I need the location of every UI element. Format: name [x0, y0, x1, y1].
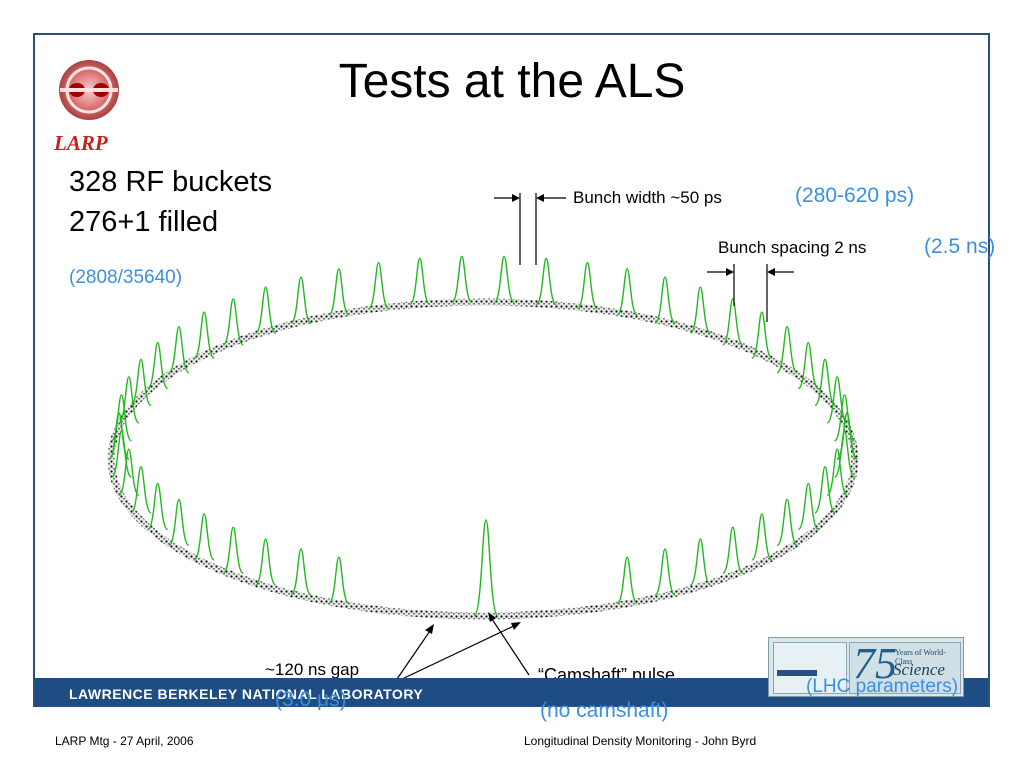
bunch-pulse: [751, 311, 773, 359]
bunch-pulse: [118, 376, 140, 424]
science-75-badge: 75 Years of World-Class Science: [768, 637, 964, 697]
lhc-parameters-label: (LHC parameters): [806, 676, 959, 697]
camshaft-pulse: [473, 519, 499, 617]
bunch-pulse: [222, 526, 244, 574]
footer-talk: Longitudinal Density Monitoring - John B…: [524, 734, 757, 748]
bunch-pulse: [776, 326, 798, 374]
bunch-pulse: [168, 498, 190, 546]
bunch-pulse: [130, 465, 152, 514]
slide-frame: [33, 33, 990, 707]
storage-ring: [107, 298, 859, 620]
bunch-pulse: [254, 286, 277, 334]
bunch-pulse: [328, 556, 350, 604]
camshaft-lhc-label: (no camshaft): [540, 699, 669, 722]
bunch-pulse: [776, 498, 798, 546]
bunch-pulse: [826, 448, 848, 496]
bunch-pulse: [797, 482, 819, 531]
bunch-pulse: [118, 448, 140, 496]
bunch-pulse: [616, 556, 638, 604]
bunch-pulse: [493, 255, 515, 303]
larp-logo-icon: [46, 60, 142, 160]
bunch-pulse: [168, 326, 190, 374]
bunch-pulse: [367, 261, 390, 310]
lab-name: LAWRENCE BERKELEY NATIONAL LABORATORY: [69, 686, 424, 702]
badge-subtitle: Years of World-Class: [895, 648, 946, 666]
pulse-group: [108, 255, 858, 617]
bunch-pulse: [451, 255, 473, 303]
bunch-pulse: [654, 276, 676, 324]
bunch-pulse: [689, 538, 712, 586]
bunch-pulse: [654, 548, 676, 596]
footer-meeting: LARP Mtg - 27 April, 2006: [55, 734, 194, 748]
bunch-width-label: Bunch width ~50 ps: [573, 188, 722, 207]
bunch-pulse: [814, 358, 836, 407]
bunch-pulse: [535, 257, 557, 306]
bunch-pulse: [193, 513, 215, 561]
lhc-fill-label: (2808/35640): [69, 267, 183, 288]
bunch-pulse: [130, 358, 152, 407]
bunch-spacing-lhc-label: (2.5 ns): [924, 235, 996, 258]
bunch-pulse: [814, 465, 836, 514]
lab-building-icon: [773, 642, 847, 694]
bunch-pulse: [616, 268, 638, 316]
bunch-pulse: [108, 412, 130, 460]
bunch-pulse: [576, 261, 599, 310]
gap-arrow-2: [399, 623, 519, 681]
bunch-width-lhc-label: (280-620 ps): [795, 184, 915, 207]
camshaft-arrow: [489, 615, 530, 676]
ring-track: [107, 298, 859, 620]
bunch-pulse: [751, 513, 773, 561]
bunch-pulse: [147, 482, 169, 531]
bunch-spacing-label: Bunch spacing 2 ns: [718, 238, 867, 257]
bunch-pulse: [290, 276, 312, 324]
bunch-pulse: [722, 298, 744, 346]
bunch-pulse: [193, 311, 215, 359]
bunch-pulse: [254, 538, 277, 586]
bunch-pulse: [722, 526, 744, 574]
bunch-pulse: [290, 548, 312, 596]
larp-logo-text: LARP: [54, 131, 108, 155]
annotation-lines: [396, 193, 794, 681]
bunch-pulse: [328, 268, 350, 316]
badge-science: Science: [893, 660, 945, 679]
badge-number: 75: [853, 639, 897, 688]
bunch-pulse: [222, 298, 244, 346]
bunch-pulse: [409, 257, 431, 306]
gap-label: ~120 ns gap: [265, 660, 360, 679]
page-title: Tests at the ALS: [338, 55, 686, 108]
bunch-pulse: [797, 341, 819, 390]
filled-label: 276+1 filled: [69, 206, 219, 238]
rf-buckets-label: 328 RF buckets: [69, 166, 273, 198]
gap-arrow-1: [396, 627, 433, 680]
bunch-pulse: [689, 286, 712, 334]
bunch-pulse: [826, 376, 848, 424]
gap-lhc-label: (3.0 μs): [275, 688, 347, 711]
bunch-pulse: [833, 430, 856, 478]
bunch-pulse: [147, 341, 169, 390]
